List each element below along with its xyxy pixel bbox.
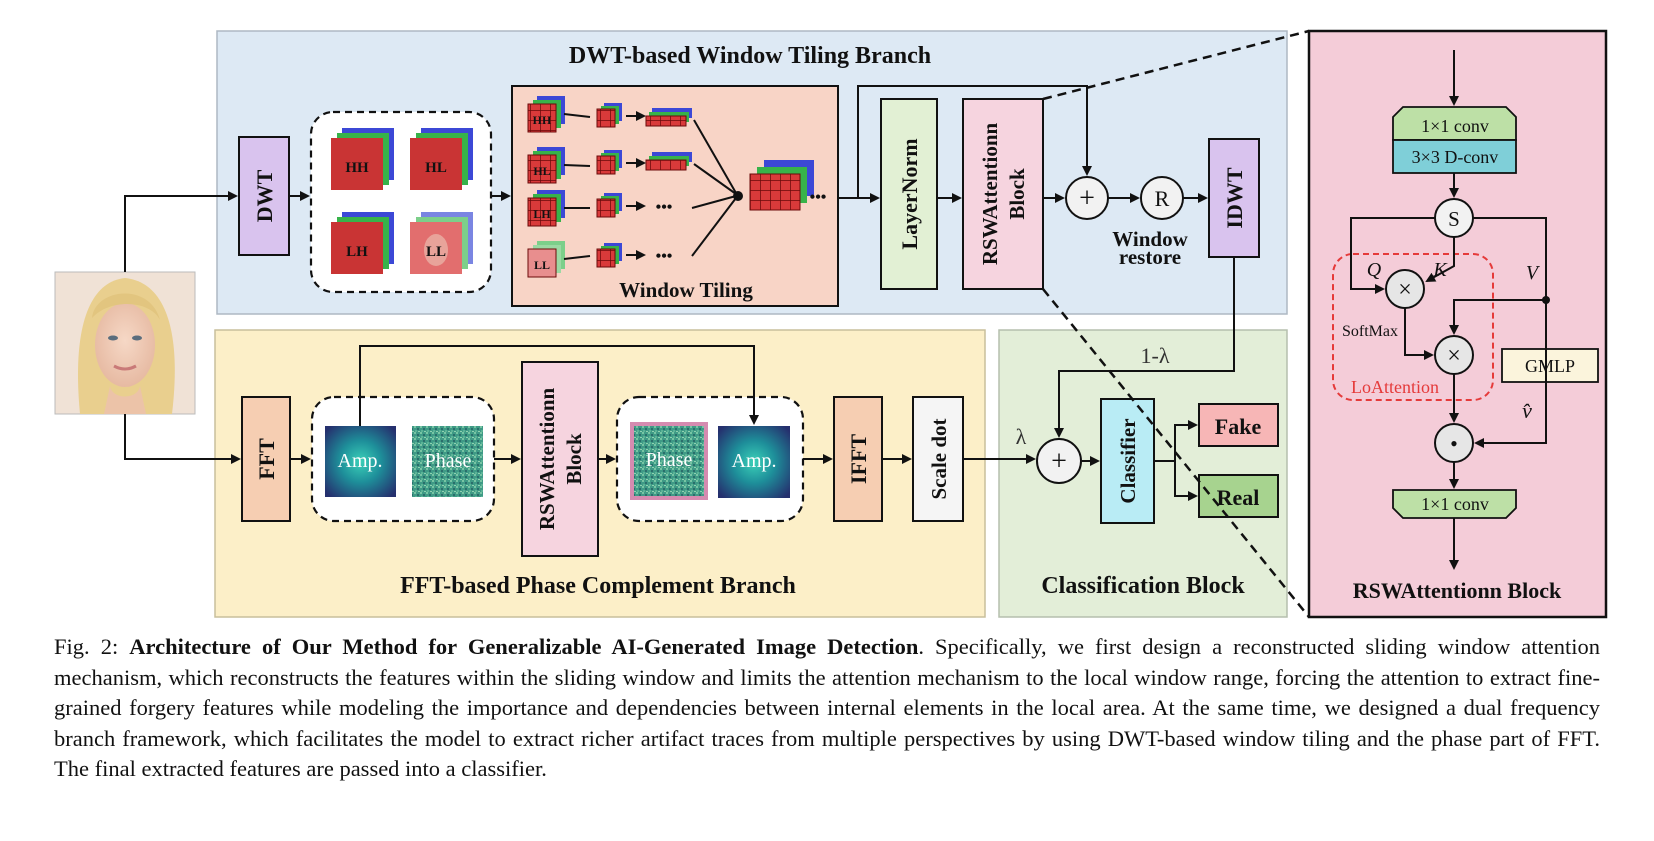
figure-caption: Fig. 2: Architecture of Our Method for G…: [54, 632, 1600, 785]
ifft-block: [833, 396, 883, 522]
subband-lh: LH: [331, 212, 394, 274]
svg-text:×: ×: [1398, 277, 1412, 303]
tile-connectors: [563, 113, 737, 260]
tile-row-lh: LH •••: [527, 190, 673, 227]
tile-merge-dot: [733, 191, 743, 201]
svg-text:•: •: [1450, 431, 1458, 456]
svg-text:Real: Real: [1217, 485, 1260, 510]
classifier-label: Classifier: [1116, 418, 1140, 503]
caption-prefix: Fig. 2:: [54, 634, 130, 659]
v-branch-dot: [1542, 296, 1550, 304]
tiling-ellipsis: •••: [810, 189, 827, 206]
vhat-label: v̂: [1522, 398, 1532, 423]
rsw-bottom-label-2: Block: [562, 433, 586, 485]
rsw-detail-title: RSWAttentionn Block: [1353, 578, 1562, 603]
svg-text:Phase: Phase: [425, 450, 472, 472]
rsw-top-label-2: Block: [1005, 168, 1029, 220]
rsw-block-top: [962, 98, 1044, 290]
svg-text:HL: HL: [425, 160, 447, 176]
connections: [124, 50, 1547, 570]
fft-label: FFT: [254, 438, 279, 480]
svg-text:Q: Q: [1367, 259, 1382, 281]
svg-text:R: R: [1155, 186, 1170, 211]
merged-tile-stack: [749, 160, 814, 211]
window-restore-label-2: restore: [1119, 245, 1181, 269]
scale-dot-block: [912, 396, 964, 522]
tile-row-ll: LL •••: [527, 241, 673, 278]
rsw-top-label-1: RSWAttentionn: [978, 123, 1002, 266]
svg-text:HH: HH: [345, 160, 369, 176]
fake-output: [1198, 403, 1279, 447]
svg-text:Phase: Phase: [646, 449, 693, 471]
conv2-block: [1392, 489, 1517, 519]
scale-dot-label: Scale dot: [927, 418, 951, 499]
fft-branch-title: FFT-based Phase Complement Branch: [400, 573, 796, 599]
svg-text:3×3 D-conv: 3×3 D-conv: [1412, 147, 1499, 167]
layernorm-block: [880, 98, 938, 290]
rsw-bottom-label-1: RSWAttentionn: [535, 388, 559, 531]
one-minus-lambda-label: 1-λ: [1141, 343, 1170, 368]
classification-title: Classification Block: [1041, 573, 1245, 599]
tile-row-hl: HL: [527, 147, 692, 184]
caption-bold: Architecture of Our Method for Generaliz…: [129, 634, 919, 659]
svg-text:HH: HH: [533, 113, 552, 127]
window-restore-label-1: Window: [1112, 227, 1188, 251]
svg-text:+: +: [1051, 446, 1067, 477]
tile-row-hh: HH: [527, 96, 692, 133]
subband-ll: LL: [410, 212, 473, 274]
softmax-label: SoftMax: [1342, 323, 1398, 340]
layernorm-label: LayerNorm: [897, 138, 922, 249]
architecture-diagram: DWT-based Window Tiling Branch DWT HH HL…: [54, 29, 1608, 619]
svg-text:LH: LH: [533, 207, 551, 221]
subband-hh: HH: [331, 128, 394, 190]
svg-text:×: ×: [1447, 343, 1461, 369]
input-face-image: [54, 271, 196, 415]
svg-text:•••: •••: [656, 199, 673, 216]
dwt-branch-title: DWT-based Window Tiling Branch: [569, 43, 931, 69]
amplitude-image-2: [718, 426, 790, 498]
svg-text:S: S: [1448, 207, 1460, 231]
caption-body: . Specifically, we first design a recons…: [54, 634, 1600, 781]
gmlp-block: [1501, 348, 1599, 383]
svg-text:•••: •••: [656, 248, 673, 265]
svg-text:+: +: [1079, 183, 1095, 214]
svg-text:LH: LH: [346, 244, 368, 260]
idwt-block: [1208, 138, 1260, 258]
zoom-lines: [1042, 29, 1310, 618]
ifft-label: IFFT: [846, 434, 871, 484]
svg-text:1×1 conv: 1×1 conv: [1421, 116, 1489, 136]
real-output: [1198, 474, 1279, 518]
svg-text:Amp.: Amp.: [732, 450, 777, 472]
svg-text:LL: LL: [426, 244, 446, 260]
loattention-region: [1332, 253, 1494, 401]
phase-image-1: [412, 426, 483, 497]
svg-text:1×1 conv: 1×1 conv: [1421, 494, 1489, 514]
idwt-label: IDWT: [1222, 167, 1247, 228]
svg-text:HL: HL: [533, 164, 550, 178]
svg-text:V: V: [1526, 262, 1541, 284]
dwt-block: [238, 136, 290, 256]
svg-text:GMLP: GMLP: [1525, 356, 1575, 376]
svg-text:Amp.: Amp.: [338, 450, 383, 472]
svg-text:Fake: Fake: [1215, 414, 1262, 439]
lambda-label: λ: [1016, 424, 1027, 449]
dwt-label: DWT: [252, 169, 277, 222]
subband-hl: HL: [410, 128, 473, 190]
svg-text:LL: LL: [534, 258, 550, 272]
loattention-label: LoAttention: [1351, 377, 1439, 397]
rsw-block-bottom: [521, 361, 599, 557]
phase-image-2: [630, 422, 708, 500]
window-tiling-label: Window Tiling: [619, 278, 753, 302]
amplitude-image-1: [325, 426, 396, 497]
